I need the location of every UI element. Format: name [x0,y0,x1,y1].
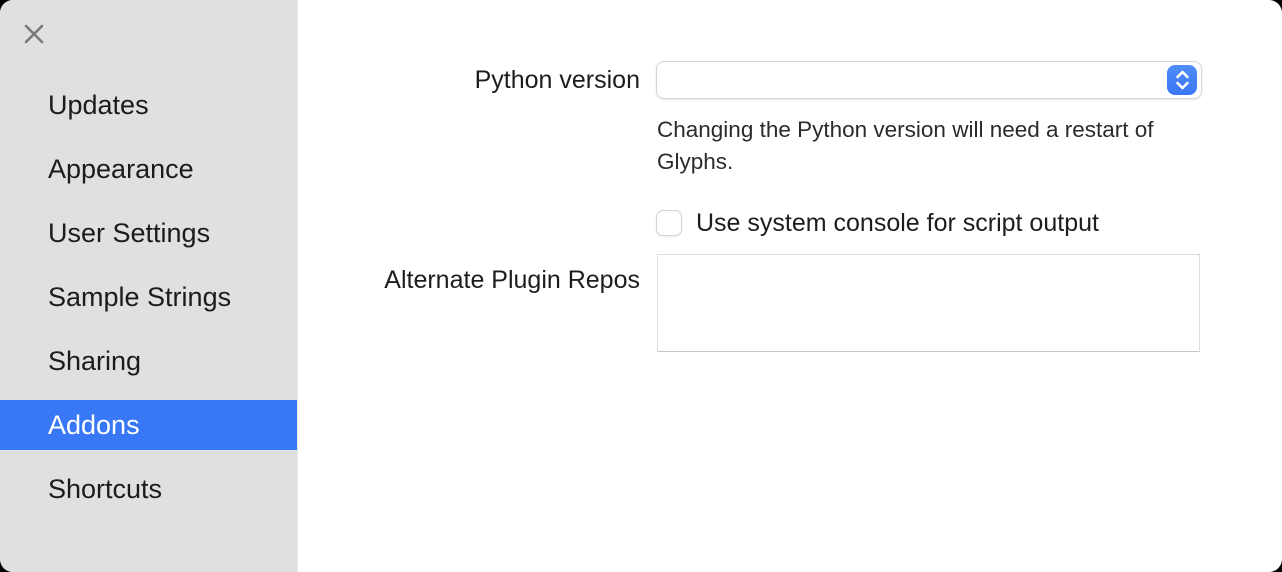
python-version-help-text: Changing the Python version will need a … [657,117,1154,174]
system-console-row: Use system console for script output [656,204,1099,242]
sidebar-item-label: Appearance [48,153,194,184]
sidebar-item-label: Sample Strings [48,281,232,312]
sidebar-item-label: User Settings [48,217,211,248]
sidebar-item-sample-strings[interactable]: Sample Strings [0,272,297,322]
sidebar-item-label: Addons [48,409,140,440]
sidebar-item-user-settings[interactable]: User Settings [0,208,297,258]
system-console-checkbox[interactable] [656,210,682,236]
sidebar-item-shortcuts[interactable]: Shortcuts [0,464,297,514]
chevron-up-down-icon [1167,65,1197,95]
python-version-label: Python version [474,66,640,94]
sidebar-item-label: Sharing [48,345,142,376]
sidebar-item-appearance[interactable]: Appearance [0,144,297,194]
close-icon [22,22,46,46]
sidebar: Updates Appearance User Settings Sample … [0,0,298,572]
sidebar-item-label: Updates [48,89,149,120]
alternate-plugin-repos-textarea[interactable] [657,254,1200,352]
sidebar-item-label: Shortcuts [48,473,163,504]
python-version-select[interactable] [656,61,1202,99]
close-button[interactable] [19,19,49,49]
sidebar-item-updates[interactable]: Updates [0,80,297,130]
sidebar-nav: Updates Appearance User Settings Sample … [0,80,297,528]
sidebar-item-addons[interactable]: Addons [0,400,297,450]
alternate-plugin-repos-label: Alternate Plugin Repos [384,266,640,294]
system-console-checkbox-label: Use system console for script output [696,209,1099,237]
sidebar-item-sharing[interactable]: Sharing [0,336,297,386]
